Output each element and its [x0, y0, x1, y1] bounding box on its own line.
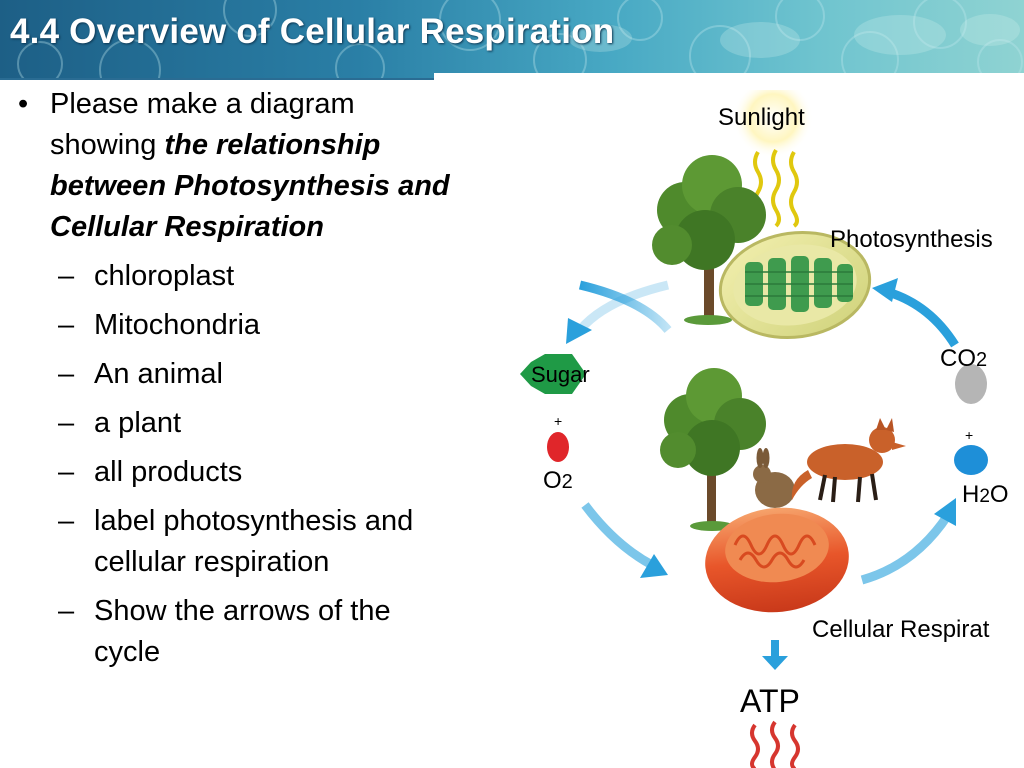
sub-item-text: all products: [94, 456, 243, 488]
sub-item-text: label photosynthesis and cellular respir…: [94, 505, 414, 578]
h2o-label: H2O: [962, 481, 1009, 508]
sugar-molecule-icon: [520, 354, 586, 394]
sun-glow: [733, 90, 813, 158]
co2-molecule-icon: [955, 364, 987, 404]
slide-content: • Please make a diagram showing the rela…: [18, 84, 458, 681]
sub-list: –chloroplast –Mitochondria –An animal –a…: [18, 256, 458, 673]
sugar-label: Sugar: [531, 362, 590, 387]
photosynthesis-label: Photosynthesis: [830, 226, 993, 253]
tree-icon: [660, 368, 766, 531]
sunlight-label: Sunlight: [718, 104, 805, 131]
h2o-molecule-icon: [954, 445, 988, 475]
h2o-plus-sign: +: [965, 427, 973, 443]
cycle-arrow-top-right: [872, 278, 959, 348]
main-bullet: • Please make a diagram showing the rela…: [18, 84, 458, 248]
co2-label: CO2: [940, 345, 987, 372]
o2-molecule-icon: [547, 432, 569, 462]
dash-icon: –: [58, 456, 75, 488]
dash-icon: –: [58, 260, 75, 292]
bullet-dot-icon: •: [18, 88, 29, 120]
o2-plus-sign: +: [554, 413, 562, 429]
bullet-emphasis: the relationship between Photosynthesis …: [50, 129, 450, 243]
header-tab-cutout: [434, 73, 1024, 78]
cycle-arrow-top-left: [566, 280, 672, 344]
atp-arrow-icon: [762, 640, 788, 670]
sub-item: –all products: [50, 452, 458, 493]
mitochondria-icon: [705, 507, 849, 613]
bullet-text: Please make a diagram showing: [50, 88, 355, 161]
sub-item-text: Mitochondria: [94, 309, 261, 341]
atp-label: ATP: [740, 683, 800, 719]
dash-icon: –: [58, 358, 75, 390]
sub-item: –chloroplast: [50, 256, 458, 297]
dash-icon: –: [58, 407, 75, 439]
heat-icon: [750, 720, 800, 768]
sub-item-text: An animal: [94, 358, 223, 390]
dash-icon: –: [58, 505, 75, 537]
header-divider: [0, 78, 434, 80]
cycle-diagram: + +: [520, 90, 1009, 768]
sub-item: –Mitochondria: [50, 305, 458, 346]
cycle-arrow-bottom-right: [860, 498, 956, 585]
rabbit-icon: [753, 448, 795, 508]
dash-icon: –: [58, 595, 75, 627]
page-title: 4.4 Overview of Cellular Respiration: [10, 12, 615, 51]
chloroplast-icon: [718, 230, 872, 340]
cell-texture-background: [17, 0, 1023, 78]
title-banner: 4.4 Overview of Cellular Respiration: [0, 0, 1024, 78]
sub-item: –Show the arrows of the cycle: [50, 591, 458, 673]
sub-item: – label photosynthesis and cellular resp…: [50, 501, 458, 583]
sub-item-text: a plant: [94, 407, 182, 439]
fox-icon: [791, 418, 906, 503]
sub-item-text: Show the arrows of the cycle: [94, 595, 391, 668]
sub-item: –a plant: [50, 403, 458, 444]
cellular-respiration-label: Cellular Respirat: [812, 616, 990, 643]
cycle-arrow-bottom-left: [581, 502, 668, 578]
o2-label: O2: [543, 467, 573, 494]
tree-icon: [652, 155, 766, 325]
dash-icon: –: [58, 309, 75, 341]
sub-item-text: chloroplast: [94, 260, 235, 292]
sub-item: –An animal: [50, 354, 458, 395]
